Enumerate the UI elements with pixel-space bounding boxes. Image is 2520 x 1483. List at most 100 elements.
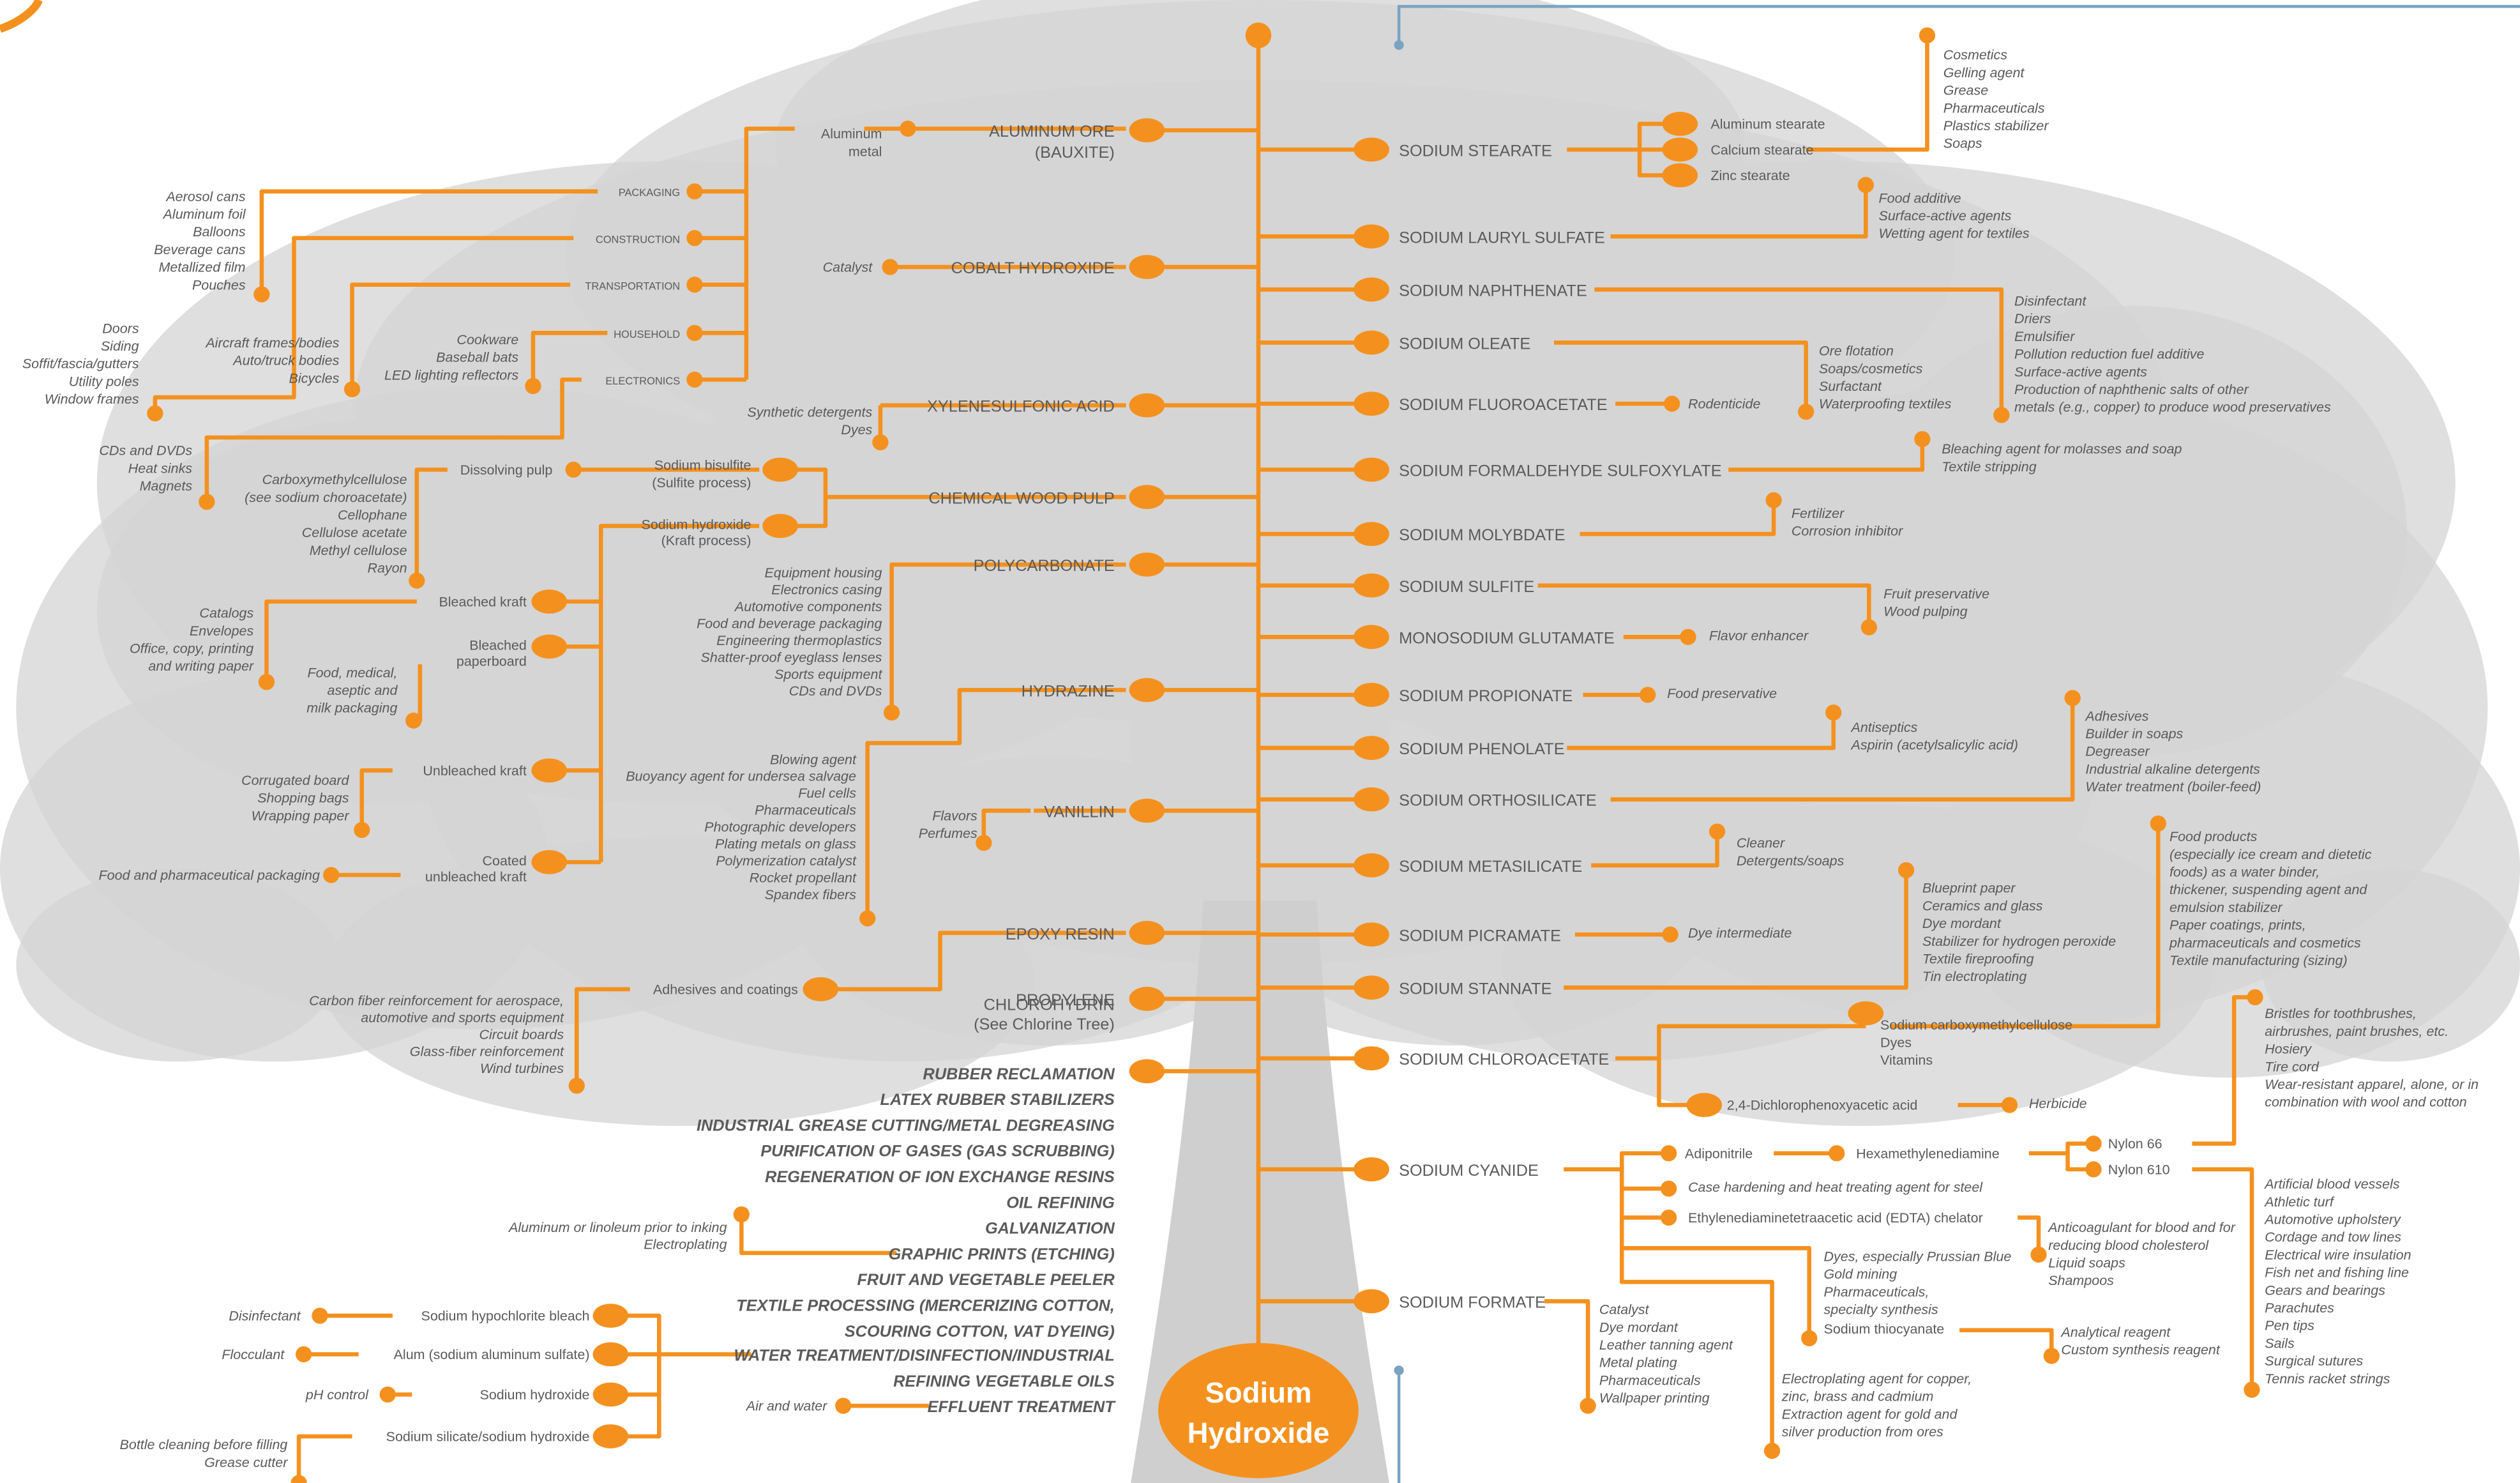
flavor-enhancer-label: Flavor enhancer <box>1709 628 1809 643</box>
hosiery-label: Hosiery <box>2265 1042 2312 1057</box>
fish-net-and-fishing-line-label: Fish net and fishing line <box>2265 1265 2409 1281</box>
node-dot-small <box>565 461 582 478</box>
connector-line <box>744 126 795 380</box>
food-products-dot <box>2150 815 2166 832</box>
pollution-reduction-fuel-additive-label: Pollution reduction fuel additive <box>2014 347 2205 362</box>
right-branch-dot <box>1354 1157 1389 1182</box>
right-branch-dot <box>1354 522 1389 547</box>
connector-line <box>1615 823 2161 1107</box>
connector-line <box>1959 1328 2054 1357</box>
latex-rubber-stabilizers-label: LATEX RUBBER STABILIZERS <box>880 1091 1115 1109</box>
node-dot-small <box>1660 1180 1677 1197</box>
pharmaceuticals-label: Pharmaceuticals <box>1599 1373 1701 1388</box>
node-dot-small <box>1914 430 1931 448</box>
effluent-treatment-label: EFFLUENT TREATMENT <box>928 1398 1117 1416</box>
node-dot-small <box>2064 690 2081 706</box>
dissolving-pulp-label: Dissolving pulp <box>460 462 553 478</box>
soaps-cosmetics-label: Soaps/cosmetics <box>1819 361 1923 376</box>
water-treatment-boiler-feed-label: Water treatment (boiler-feed) <box>2085 779 2261 795</box>
liquid-soaps-label: Liquid soaps <box>2048 1256 2125 1271</box>
water-treatment-disinfection-industrial-label: WATER TREATMENT/DISINFECTION/INDUSTRIAL <box>734 1347 1115 1365</box>
adhesives-label: Adhesives <box>2084 708 2148 724</box>
node-dot-small <box>686 371 703 388</box>
right-branch-dot <box>1354 277 1389 302</box>
left-branch-dot <box>1129 393 1165 418</box>
node-dot-small <box>1860 619 1878 635</box>
auto-truck-bodies-label: Auto/truck bodies <box>232 353 339 369</box>
node-dot-small <box>686 230 703 247</box>
right-branch-dot <box>1354 736 1389 760</box>
connector-line <box>2192 995 2256 1146</box>
corrugated-board-label: Corrugated board <box>241 773 350 788</box>
left-branch-dot <box>1129 255 1165 279</box>
oil-refining-label: OIL REFINING <box>1006 1194 1115 1212</box>
fruit-preservative-label: Fruit preservative <box>1883 586 1989 602</box>
wetting-agent-for-textiles-label: Wetting agent for textiles <box>1879 226 2030 241</box>
center-hub <box>1158 1342 1359 1479</box>
gears-and-bearings-label: Gears and bearings <box>2265 1282 2385 1298</box>
polymerization-catalyst-label: Polymerization catalyst <box>716 853 857 869</box>
automotive-and-sports-equipment-label: automotive and sports equipment <box>361 1010 564 1026</box>
and-writing-paper-label: and writing paper <box>148 658 254 674</box>
gold-mining-label: Gold mining <box>1824 1266 1898 1282</box>
node-dot-small <box>290 1475 307 1483</box>
sodium-fluoroacetate-label: SODIUM FLUOROACETATE <box>1399 396 1607 414</box>
food-and-pharmaceutical-packaging-label: Food and pharmaceutical packaging <box>99 868 320 883</box>
buoyancy-agent-for-undersea-salvage-label: Buoyancy agent for undersea salvage <box>626 769 856 784</box>
carbon-fiber-reinforcement-for-aerospace-label: Carbon fiber reinforcement for aerospace… <box>309 993 564 1008</box>
automotive-components-label: Automotive components <box>734 599 882 614</box>
rodenticide-label: Rodenticide <box>1688 397 1761 412</box>
node-dot-small <box>872 434 889 451</box>
thickener-suspending-agent-and-label: thickener, suspending agent and <box>2169 882 2367 897</box>
zinc-stearate-label: Zinc stearate <box>1710 168 1790 183</box>
case-hardening-label: Case hardening and heat treating agent f… <box>1688 1180 1983 1195</box>
textile-manufacturing-sizing-label: Textile manufacturing (sizing) <box>2169 953 2348 968</box>
bottle-cleaning-before-filling-label: Bottle cleaning before filling <box>120 1437 288 1452</box>
shampoos-label: Shampoos <box>2048 1273 2114 1288</box>
photographic-developers-label: Photographic developers <box>704 819 856 835</box>
regeneration-of-ion-exchange-resins-label: REGENERATION OF ION EXCHANGE RESINS <box>765 1168 1115 1186</box>
bleached-kraft-label: Bleached kraft <box>439 594 526 609</box>
connector-line <box>981 809 1126 843</box>
baseball-bats-label: Baseball bats <box>436 350 518 365</box>
sodium-hydroxide-label: Sodium hydroxide <box>479 1387 589 1403</box>
connector-line <box>259 189 598 294</box>
electroplating-label: Electroplating <box>644 1237 727 1252</box>
sodium-stearate-label: SODIUM STEARATE <box>1399 142 1552 160</box>
tin-electroplating-label: Tin electroplating <box>1922 969 2027 984</box>
node-dot-small <box>409 572 425 589</box>
disinfectant-use-label: Disinfectant <box>229 1309 301 1324</box>
node-dot-small <box>1801 1330 1818 1346</box>
bleached-paperboard-dot <box>531 634 568 659</box>
node-dot-small <box>882 259 898 275</box>
industrial-alkaline-detergents-label: Industrial alkaline detergents <box>2085 761 2260 777</box>
milk-packaging-label: milk packaging <box>306 701 397 716</box>
node-dot-small <box>1660 1209 1677 1226</box>
alum-sodium-aluminum-sulfate-label: Alum (sodium aluminum sulfate) <box>394 1347 590 1362</box>
nylon-610-label: Nylon 610 <box>2108 1162 2170 1178</box>
magnets-label: Magnets <box>140 478 193 494</box>
right-branch-dot <box>1354 1289 1389 1314</box>
node-dot-small <box>1709 823 1726 840</box>
sodium-formaldehyde-sulfoxylate-label: SODIUM FORMALDEHYDE SULFOXYLATE <box>1399 462 1721 480</box>
engineering-thermoplastics-label: Engineering thermoplastics <box>716 633 882 648</box>
node-dot-small <box>835 1397 852 1414</box>
wallpaper-printing-label: Wallpaper printing <box>1599 1390 1710 1406</box>
aluminum-or-linoleum-prior-to-inking-label: Aluminum or linoleum prior to inking <box>508 1220 727 1235</box>
wind-turbines-label: Wind turbines <box>480 1061 564 1076</box>
right-branch-dot <box>1354 573 1389 598</box>
textile-stripping-label: Textile stripping <box>1942 459 2037 475</box>
node-dot-small <box>1765 492 1782 508</box>
wrapping-paper-label: Wrapping paper <box>252 808 350 823</box>
node-dot-small <box>2001 1097 2018 1113</box>
refining-vegetable-oils-label: REFINING VEGETABLE OILS <box>893 1373 1115 1390</box>
direct-uses-dot <box>1129 1059 1165 1084</box>
cds-and-dvds-label: CDs and DVDs <box>99 443 192 459</box>
unbleached-kraft-coated-label: unbleached kraft <box>425 869 527 885</box>
aluminum-stearate-label: Aluminum stearate <box>1710 117 1825 132</box>
node-dot-small <box>2247 989 2263 1006</box>
food-additive-label: Food additive <box>1879 190 1961 206</box>
node-dot-small <box>733 1206 750 1223</box>
airbrushes-paint-brushes-etc-label: airbrushes, paint brushes, etc. <box>2265 1024 2448 1039</box>
paperboard-label: paperboard <box>456 654 527 669</box>
